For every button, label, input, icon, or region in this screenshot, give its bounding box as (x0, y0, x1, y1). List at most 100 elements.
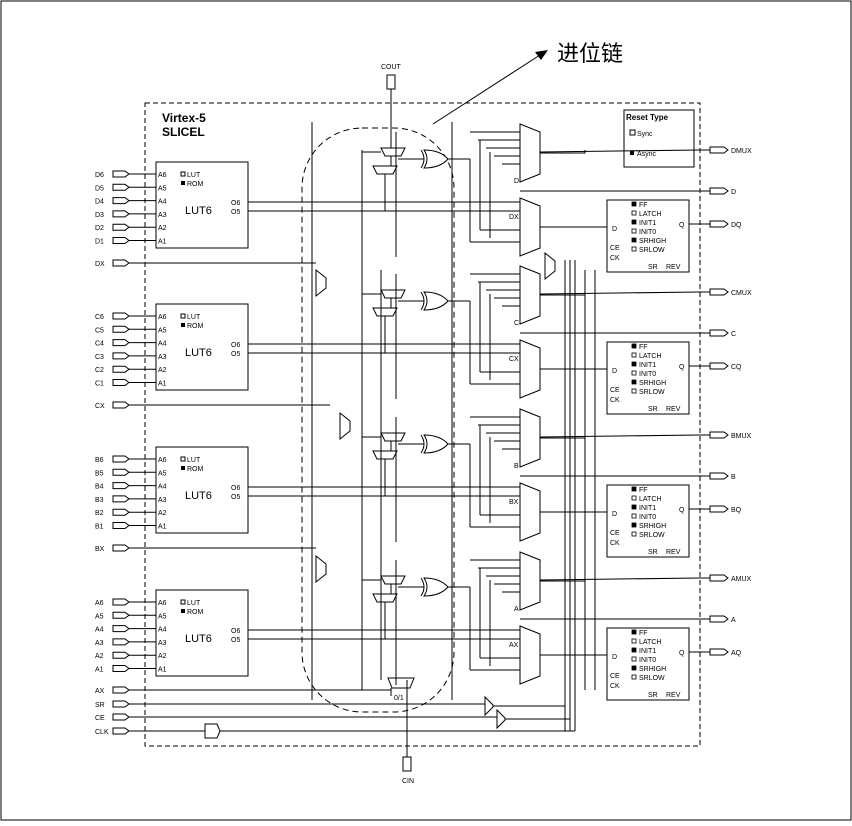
cout-label: COUT (381, 64, 402, 71)
ff-pin-ce: CE (610, 245, 620, 252)
ff-option-ff: FF (639, 487, 648, 494)
muxout-wire (539, 291, 701, 295)
mux-bypass-label: AX (509, 642, 519, 649)
control-label-clk: CLK (95, 729, 109, 736)
bypass-pin (112, 259, 130, 267)
out-direct-label: A (731, 617, 736, 624)
input-pin-d1 (112, 237, 130, 244)
input-pin-a5 (112, 611, 130, 619)
bypass-mux (315, 554, 327, 584)
ff-option-checkbox-icon (631, 388, 637, 394)
ff-option-checkbox-icon (631, 629, 637, 635)
lut-pin-a5: A5 (158, 185, 167, 192)
ff-option-checkbox-icon (631, 665, 637, 671)
lut-pin-a5: A5 (158, 470, 167, 477)
annotation-arrow-line (432, 54, 541, 125)
ff-option-init0: INIT0 (639, 229, 656, 236)
sync-checkbox-icon (629, 129, 636, 136)
ff-pin-rev: REV (666, 264, 681, 271)
ff-option-srlow: SRLOW (639, 532, 665, 539)
ff-option-checkbox-icon (631, 379, 637, 385)
input-pin-a1 (112, 665, 130, 672)
ff-option-checkbox-icon (631, 370, 637, 376)
ff-pin-q: Q (679, 222, 685, 229)
input-label-a4: A4 (95, 627, 104, 634)
sr-mux (484, 695, 494, 717)
control-label-sr: SR (95, 702, 105, 709)
ff-option-srlow: SRLOW (639, 675, 665, 682)
input-pin-a2 (112, 651, 130, 659)
ff-option-checkbox-icon (631, 237, 637, 243)
ff-option-checkbox-icon (631, 495, 637, 501)
input-label-c4: C4 (95, 341, 104, 348)
rom-mode-checkbox-icon (181, 609, 185, 613)
input-pin-b2 (112, 508, 130, 516)
lut-mode-checkbox-icon (180, 599, 186, 605)
out-direct-pin (709, 472, 729, 480)
mux-bypass-label: DX (509, 214, 519, 221)
input-label-d3: D3 (95, 212, 104, 219)
lut-mode-lut: LUT (187, 457, 201, 464)
ff-option-checkbox-icon (631, 201, 637, 207)
lut-name: LUT6 (185, 347, 212, 359)
lut-mode-rom: ROM (187, 181, 204, 188)
ff-option-ff: FF (639, 630, 648, 637)
ff-option-checkbox-icon (631, 674, 637, 680)
out-direct-pin (709, 187, 729, 195)
lut-pin-a3: A3 (158, 212, 167, 219)
ff-option-latch: LATCH (639, 353, 661, 360)
lut-pin-a5: A5 (158, 327, 167, 334)
cin-pin (402, 756, 412, 772)
ff-pin-ck: CK (610, 540, 620, 547)
ff-pin-ce: CE (610, 673, 620, 680)
out-direct-label: C (731, 331, 736, 338)
ff-option-checkbox-icon (631, 219, 637, 225)
lut-name: LUT6 (185, 205, 212, 217)
ff-option-srhigh: SRHIGH (639, 238, 666, 245)
xor-gate (423, 434, 449, 454)
ff-q-label: CQ (731, 364, 742, 371)
bypass-mux (339, 411, 351, 441)
rom-mode-checkbox-icon (181, 181, 185, 185)
ff-option-init0: INIT0 (639, 371, 656, 378)
lut-mode-checkbox-icon (180, 313, 186, 319)
muxout-wire (539, 149, 701, 153)
ff-option-checkbox-icon (631, 504, 637, 510)
lut6-block (155, 161, 249, 249)
ff-option-srhigh: SRHIGH (639, 523, 666, 530)
ff-q-label: AQ (731, 650, 742, 657)
input-label-b1: B1 (95, 524, 104, 531)
output-mux-bottom (519, 339, 541, 399)
lut-pin-a6: A6 (158, 172, 167, 179)
ff-option-checkbox-icon (631, 228, 637, 234)
input-pin-c5 (112, 325, 130, 333)
ff-q-pin (709, 362, 729, 370)
ff-pin-q: Q (679, 364, 685, 371)
input-label-d2: D2 (95, 225, 104, 232)
ff-pin-rev: REV (666, 406, 681, 413)
out-direct-label: B (731, 474, 736, 481)
bypass-mux (315, 268, 327, 298)
ff-pin-sr: SR (648, 692, 658, 699)
mux-sel-label: D (514, 178, 519, 185)
input-label-a5: A5 (95, 613, 104, 620)
out-direct-pin (709, 329, 729, 337)
ff-q-pin (709, 220, 729, 228)
lut-output-o6: O6 (231, 200, 240, 207)
out-mux-pin (709, 146, 729, 154)
mux-bypass-label: CX (509, 356, 519, 363)
lut-pin-a2: A2 (158, 225, 167, 232)
reset-sync-label: Sync (637, 131, 653, 138)
ff-option-init0: INIT0 (639, 514, 656, 521)
input-label-d4: D4 (95, 199, 104, 206)
output-mux-bottom (519, 625, 541, 685)
lut-output-o5: O5 (231, 351, 240, 358)
lut-pin-a1: A1 (158, 667, 167, 674)
lut-name: LUT6 (185, 633, 212, 645)
ff-pin-ce: CE (610, 387, 620, 394)
input-pin-d6 (112, 170, 130, 178)
